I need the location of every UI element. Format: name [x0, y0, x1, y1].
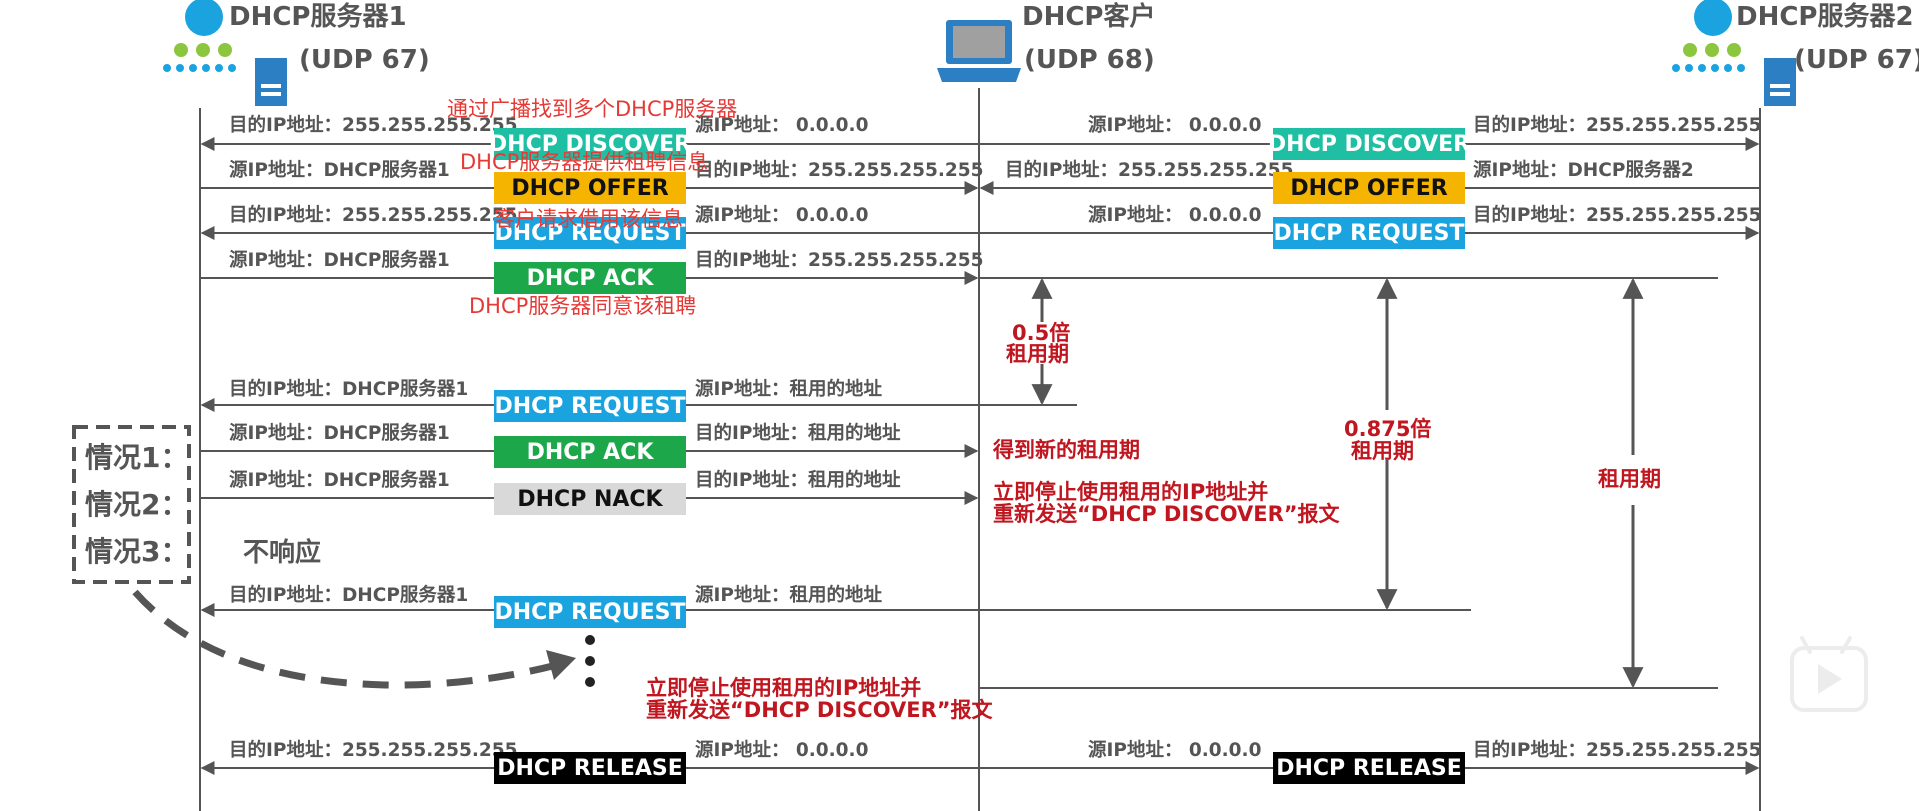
server2-icon: [1672, 0, 1796, 106]
rebind-dst-label: 目的IP地址：DHCP服务器1: [229, 585, 469, 606]
ack-dst-label: 目的IP地址：255.255.255.255: [695, 250, 984, 271]
case3-label: 情况3：: [85, 535, 189, 568]
server1-title: DHCP服务器1: [229, 2, 407, 32]
release-dst-label: 目的IP地址：255.255.255.255: [229, 740, 518, 761]
lease-label: 租用期: [1598, 467, 1661, 491]
discover-dst-label-right: 目的IP地址：255.255.255.255: [1473, 115, 1762, 136]
request-dst-label: 目的IP地址：255.255.255.255: [229, 205, 518, 226]
offer-packet-right: DHCP OFFER: [1273, 172, 1465, 204]
ellipsis-dot: [585, 635, 595, 645]
no-response-label: 不响应: [243, 538, 322, 568]
request-note: 客户请求借用该信息: [494, 207, 683, 231]
renew-dst-label: 目的IP地址：DHCP服务器1: [229, 379, 469, 400]
discover-note: 通过广播找到多个DHCP服务器: [447, 97, 738, 121]
discover-src-label-right: 源IP地址： 0.0.0.0: [1088, 115, 1262, 136]
renew-ack-packet: DHCP ACK: [494, 436, 686, 468]
offer-dst-label: 目的IP地址：255.255.255.255: [695, 160, 984, 181]
request-dst-label-right: 目的IP地址：255.255.255.255: [1473, 205, 1762, 226]
offer-packet: DHCP OFFER: [494, 172, 686, 204]
ack-packet: DHCP ACK: [494, 262, 686, 294]
cases-dashed-box: [72, 425, 191, 584]
new-lease-note: 得到新的租用期: [993, 438, 1140, 462]
offer-src-label: 源IP地址：DHCP服务器1: [229, 160, 450, 181]
case2-src-label: 源IP地址：DHCP服务器1: [229, 470, 450, 491]
offer-src-label-right: 源IP地址：DHCP服务器2: [1473, 160, 1694, 181]
client-title: DHCP客户: [1022, 2, 1156, 32]
rebind-request-packet: DHCP REQUEST: [494, 596, 686, 628]
ack-src-label: 源IP地址：DHCP服务器1: [229, 250, 450, 271]
renew-src-label: 源IP地址：租用的地址: [695, 379, 882, 400]
stop-use-note-2: 重新发送“DHCP DISCOVER”报文: [993, 502, 1340, 526]
stop-use-note-3: 立即停止使用租用的IP地址并: [646, 676, 922, 700]
case2-label: 情况2：: [85, 488, 189, 521]
server1-icon: [163, 0, 287, 106]
request-src-label: 源IP地址： 0.0.0.0: [695, 205, 869, 226]
ellipsis-dot: [585, 677, 595, 687]
half-lease-label-2: 租用期: [1006, 342, 1069, 366]
release-src-label: 源IP地址： 0.0.0.0: [695, 740, 869, 761]
release-dst-label-right: 目的IP地址：255.255.255.255: [1473, 740, 1762, 761]
offer-dst-label-right: 目的IP地址：255.255.255.255: [1005, 160, 1294, 181]
case3-arrowhead: [546, 650, 576, 680]
laptop-icon: [937, 20, 1021, 82]
case1-dst-label: 目的IP地址：租用的地址: [695, 423, 901, 444]
request-packet: DHCP REQUEST: [494, 217, 686, 249]
play-button-icon: [1790, 636, 1868, 712]
server2-title: DHCP服务器2: [1736, 2, 1914, 32]
renew-request-packet: DHCP REQUEST: [494, 390, 686, 422]
request-src-label-right: 源IP地址： 0.0.0.0: [1088, 205, 1262, 226]
lease-0875-label: 0.875倍: [1344, 417, 1432, 441]
stop-use-note-4: 重新发送“DHCP DISCOVER”报文: [646, 698, 993, 722]
case2-dst-label: 目的IP地址：租用的地址: [695, 470, 901, 491]
discover-packet: DHCP DISCOVER: [489, 128, 691, 160]
client-port: (UDP 68): [1024, 45, 1155, 75]
ack-note: DHCP服务器同意该租聘: [469, 294, 697, 318]
case1-label: 情况1：: [85, 441, 189, 474]
release-src-label-right: 源IP地址： 0.0.0.0: [1088, 740, 1262, 761]
discover-dst-label: 目的IP地址：255.255.255.255: [229, 115, 518, 136]
discover-src-label: 源IP地址： 0.0.0.0: [695, 115, 869, 136]
request-packet-right: DHCP REQUEST: [1273, 217, 1465, 249]
offer-note: DHCP服务器提供租聘信息: [460, 150, 709, 174]
nack-packet: DHCP NACK: [494, 483, 686, 515]
release-packet-right: DHCP RELEASE: [1273, 752, 1465, 784]
discover-packet-right: DHCP DISCOVER: [1268, 128, 1470, 160]
stop-use-note-1: 立即停止使用租用的IP地址并: [993, 480, 1269, 504]
case3-curved-arrow: [132, 589, 569, 689]
server2-port: (UDP 67): [1794, 45, 1919, 75]
half-lease-label: 0.5倍: [1012, 321, 1071, 345]
release-packet: DHCP RELEASE: [494, 752, 686, 784]
lease-0875-label-2: 租用期: [1351, 439, 1414, 463]
rebind-src-label: 源IP地址：租用的地址: [695, 585, 882, 606]
case1-src-label: 源IP地址：DHCP服务器1: [229, 423, 450, 444]
server1-port: (UDP 67): [299, 45, 430, 75]
ellipsis-dot: [585, 656, 595, 666]
